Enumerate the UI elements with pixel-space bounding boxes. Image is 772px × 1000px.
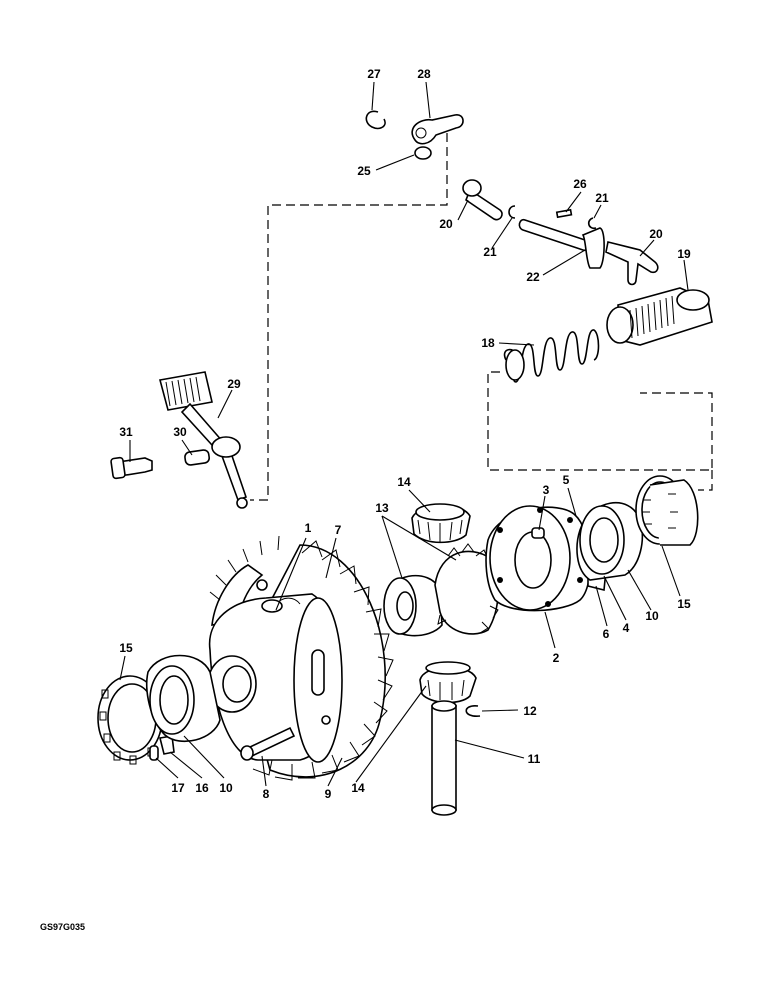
callout-12: 12: [523, 704, 537, 718]
part-19-sleeve: [606, 287, 713, 346]
part-3-pin: [531, 527, 545, 539]
callout-20-right: 20: [649, 227, 663, 241]
part-28-lever: [411, 114, 464, 145]
part-10-bearing-right: [576, 502, 644, 581]
callout-28: 28: [417, 67, 431, 81]
part-21-clip-right: [587, 217, 597, 230]
callout-27: 27: [367, 67, 381, 81]
callout-20-left: 20: [439, 217, 453, 231]
callout-26: 26: [573, 177, 587, 191]
part-25-o-ring: [414, 146, 432, 160]
callout-18: 18: [481, 336, 495, 350]
part-17-roll-pin: [149, 745, 159, 761]
part-10-bearing-left: [146, 654, 221, 743]
callout-14-top: 14: [397, 475, 411, 489]
assembly-dashed-lines: [250, 133, 713, 501]
callout-16: 16: [195, 781, 209, 795]
callout-30: 30: [173, 425, 187, 439]
part-1-differential-case: [207, 579, 343, 763]
callout-1: 1: [305, 521, 312, 535]
callout-9: 9: [325, 787, 332, 801]
part-30-pin: [184, 449, 211, 466]
part-12-circlip: [465, 705, 481, 717]
callout-labels: 27 28 25 26 21 20 21 22 20 19 18 29 31 3…: [119, 67, 691, 801]
callout-14-bottom: 14: [351, 781, 365, 795]
callout-8: 8: [263, 787, 270, 801]
callout-6: 6: [603, 627, 610, 641]
part-27-circlip: [365, 110, 386, 130]
callout-13: 13: [375, 501, 389, 515]
callout-17: 17: [171, 781, 185, 795]
callout-5: 5: [563, 473, 570, 487]
callout-21-right: 21: [595, 191, 609, 205]
part-31-bolt: [110, 456, 153, 480]
part-13-side-gears: [383, 543, 502, 637]
part-15-ring-right: [635, 475, 699, 546]
part-2-case-half: [485, 505, 591, 612]
callout-4: 4: [623, 621, 630, 635]
callout-3: 3: [543, 483, 550, 497]
callout-2: 2: [553, 651, 560, 665]
part-29-pedal: [159, 371, 248, 509]
callout-10-right: 10: [645, 609, 659, 623]
callout-22: 22: [526, 270, 540, 284]
part-11-cross-shaft: [431, 700, 457, 816]
part-26-key: [555, 208, 573, 219]
part-8-bolt: [240, 726, 296, 761]
callout-19: 19: [677, 247, 691, 261]
part-22-fork-shaft: [518, 218, 605, 269]
drawing-code: GS97G035: [40, 922, 85, 932]
part-21-clip-left: [508, 205, 516, 219]
callout-31: 31: [119, 425, 133, 439]
callout-15-right: 15: [677, 597, 691, 611]
callout-10-left: 10: [219, 781, 233, 795]
part-20-pin-left: [462, 179, 503, 221]
part-15-ring-left: [97, 675, 163, 765]
part-14-pinion-top: [411, 503, 471, 544]
part-14-pinion-bottom: [419, 661, 477, 704]
callout-25: 25: [357, 164, 371, 178]
callout-21-left: 21: [483, 245, 497, 259]
callout-15-left: 15: [119, 641, 133, 655]
callout-29: 29: [227, 377, 241, 391]
callout-11: 11: [528, 752, 541, 766]
callout-7: 7: [335, 523, 342, 537]
leader-lines: [119, 81, 689, 787]
part-20-fork-right: [605, 241, 659, 286]
part-18-spring: [503, 329, 600, 383]
